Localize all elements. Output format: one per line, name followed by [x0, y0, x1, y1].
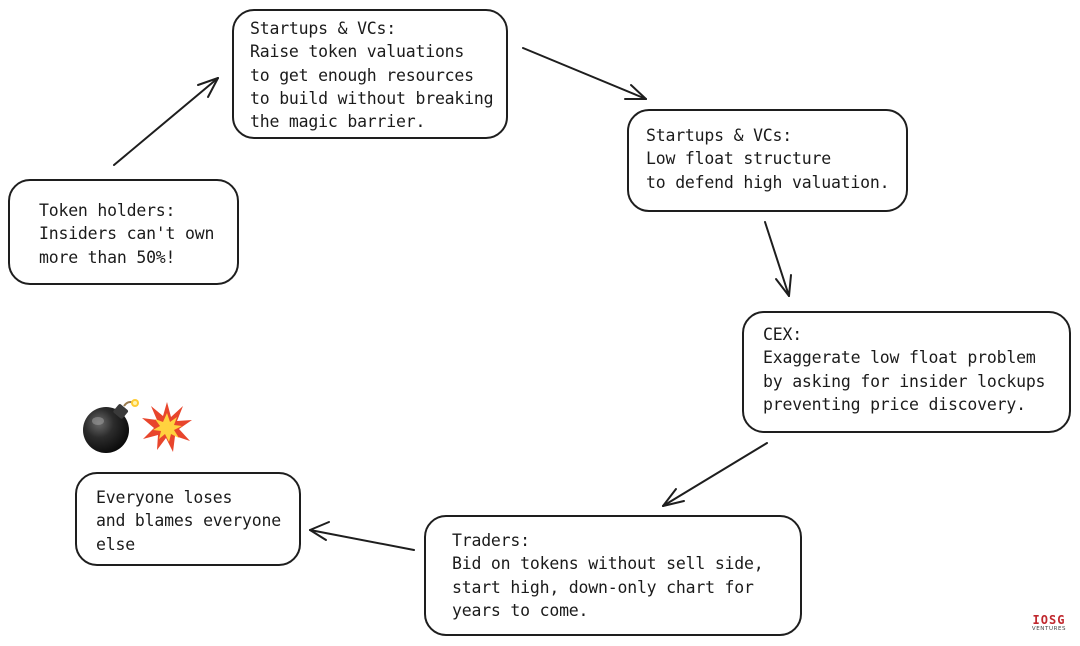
node-text: more than 50%!	[39, 247, 176, 267]
arrow-traders-to-everyone	[309, 521, 415, 551]
node-everyone: Everyone loses and blames everyone else	[75, 472, 301, 566]
node-text: Everyone loses	[96, 488, 233, 507]
node-text: years to come.	[452, 600, 589, 620]
node-text: the magic barrier.	[250, 112, 426, 132]
arrow-startups-raise-to-lowfloat	[522, 47, 647, 100]
logo-main: IOSG	[1032, 613, 1066, 627]
node-heading: Traders:	[452, 531, 530, 550]
node-text: preventing price discovery.	[763, 394, 1026, 414]
node-heading: Startups & VCs:	[250, 19, 397, 38]
node-text: by asking for insider lockups	[763, 371, 1046, 391]
arrow-tokenholders-to-startups-raise	[113, 77, 219, 166]
node-traders: Traders: Bid on tokens without sell side…	[424, 515, 802, 636]
node-text: to build without breaking	[250, 88, 494, 108]
node-text: and blames everyone	[96, 511, 281, 531]
node-text: Exaggerate low float problem	[763, 348, 1036, 368]
explosion-icon	[142, 402, 192, 452]
node-text: to defend high valuation.	[646, 172, 890, 192]
node-text: start high, down-only chart for	[452, 577, 754, 597]
node-token-holders: Token holders: Insiders can't own more t…	[8, 179, 239, 285]
arrow-lowfloat-to-cex	[764, 221, 792, 297]
bomb-icon	[83, 399, 139, 453]
node-text: to get enough resources	[250, 65, 474, 85]
node-text: Insiders can't own	[39, 224, 215, 244]
arrow-cex-to-traders	[662, 442, 768, 507]
node-heading: Startups & VCs:	[646, 126, 793, 145]
node-startups-lowfloat: Startups & VCs: Low float structure to d…	[627, 109, 908, 212]
node-text: Raise token valuations	[250, 42, 465, 62]
node-text: else	[96, 534, 135, 554]
logo-sub: VENTURES	[1031, 626, 1067, 632]
node-text: Bid on tokens without sell side,	[452, 554, 764, 574]
node-heading: CEX:	[763, 325, 802, 344]
iosg-ventures-logo: IOSG VENTURES	[1026, 614, 1072, 636]
node-startups-raise: Startups & VCs: Raise token valuations t…	[232, 9, 508, 139]
node-cex: CEX: Exaggerate low float problem by ask…	[742, 311, 1071, 433]
node-text: Low float structure	[646, 149, 831, 169]
node-heading: Token holders:	[39, 201, 176, 220]
